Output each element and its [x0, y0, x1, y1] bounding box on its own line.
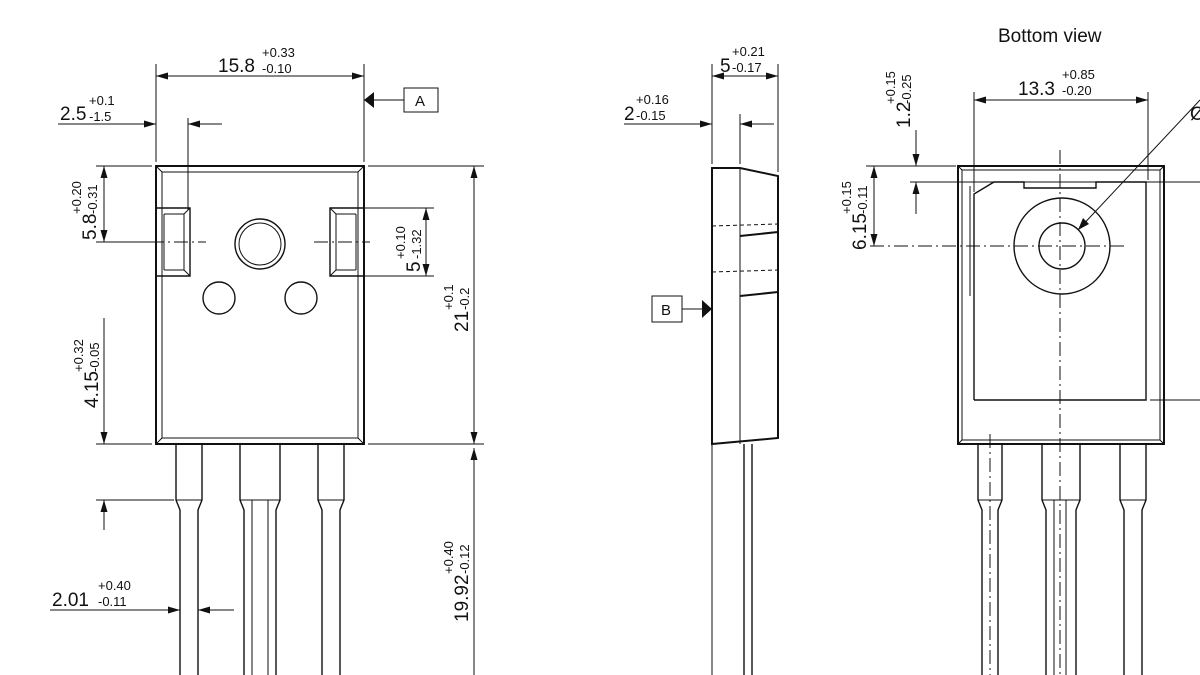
dim-bottom-edge-upper: +0.15 — [883, 71, 898, 104]
dim-bottom-width-lower: -0.20 — [1062, 83, 1092, 98]
ejector-mark-right — [284, 281, 318, 315]
dim-width-upper: +0.33 — [262, 45, 295, 60]
dim-notch-offset-lower: -1.5 — [89, 109, 111, 124]
front-view — [150, 165, 370, 675]
dim-hole-offset-upper: +0.15 — [839, 181, 854, 214]
dim-hole-offset-lower: -0.11 — [855, 185, 870, 214]
side-body-outline — [711, 167, 779, 446]
front-body-bevel — [161, 171, 359, 439]
dim-tab-thickness-lower: -0.15 — [636, 108, 666, 123]
dim-thickness-nominal: 5 — [720, 56, 731, 77]
dim-notch-offset-upper: +0.1 — [89, 93, 115, 108]
dim-lead-length-upper: +0.40 — [441, 541, 456, 574]
ejector-mark-left — [202, 281, 236, 315]
front-leads — [175, 444, 345, 675]
datum-b-label: B — [661, 302, 671, 319]
dim-tab-thickness-nominal: 2 — [624, 104, 635, 125]
dim-notch-offset-nominal: 2.5 — [60, 104, 86, 125]
bottom-dimensions: 13.3 +0.85 -0.20 1.2 +0.15 -0.25 6.15 +0… — [839, 67, 1200, 401]
side-view — [711, 167, 779, 675]
dim-thickness-lower: -0.17 — [732, 60, 762, 75]
dim-tab-thickness-upper: +0.16 — [636, 92, 669, 107]
dim-lead-length-nominal: 19.92 — [452, 574, 473, 622]
dim-lead-width-lower: -0.11 — [98, 594, 127, 609]
dim-lead-shoulder-lower: -0.05 — [87, 342, 102, 372]
dim-notch-height-upper: +0.20 — [69, 181, 84, 214]
dim-bottom-width-nominal: 13.3 — [1018, 79, 1055, 100]
dim-bottom-width-upper: +0.85 — [1062, 67, 1095, 82]
side-dimensions: 5 +0.21 -0.17 2 +0.16 -0.15 B — [624, 44, 779, 323]
bottom-view: Bottom view — [870, 26, 1165, 675]
dim-bottom-edge-lower: -0.25 — [899, 74, 914, 104]
dim-bottom-edge-nominal: 1.2 — [894, 102, 915, 128]
dim-body-height-lower: -0.2 — [457, 288, 472, 310]
dim-lead-length-lower: -0.12 — [457, 544, 472, 574]
bottom-leads — [977, 434, 1147, 675]
dim-width-lower: -0.10 — [262, 61, 292, 76]
dim-notch-depth-upper: +0.10 — [393, 226, 408, 259]
dim-notch-height-nominal: 5.8 — [80, 214, 101, 240]
dim-thickness-upper: +0.21 — [732, 44, 765, 59]
front-dimensions: 15.8 +0.33 -0.10 A 2.5 +0.1 -1.5 5.8 +0.… — [50, 45, 484, 675]
dim-width-nominal: 15.8 — [218, 56, 255, 77]
dim-notch-depth-nominal: 5 — [404, 261, 425, 272]
dim-lead-shoulder-upper: +0.32 — [71, 339, 86, 372]
dim-lead-width-nominal: 2.01 — [52, 590, 89, 611]
dim-lead-width-upper: +0.40 — [98, 578, 131, 593]
bottom-view-title: Bottom view — [998, 26, 1102, 47]
datum-a-label: A — [415, 93, 425, 110]
dim-body-height-upper: +0.1 — [441, 284, 456, 310]
dim-notch-height-lower: -0.31 — [85, 184, 100, 214]
datum-a-box — [403, 87, 439, 113]
dim-notch-depth-lower: -1.32 — [409, 229, 424, 259]
dim-hole-offset-nominal: 6.15 — [850, 213, 871, 250]
dim-lead-shoulder-nominal: 4.15 — [82, 371, 103, 408]
dim-body-height-nominal: 21 — [452, 311, 473, 332]
mounting-hole — [234, 218, 286, 270]
front-body-outline — [155, 165, 365, 445]
dim-diameter-symbol: Ø — [1190, 104, 1200, 125]
bottom-body-outline — [957, 165, 1165, 445]
